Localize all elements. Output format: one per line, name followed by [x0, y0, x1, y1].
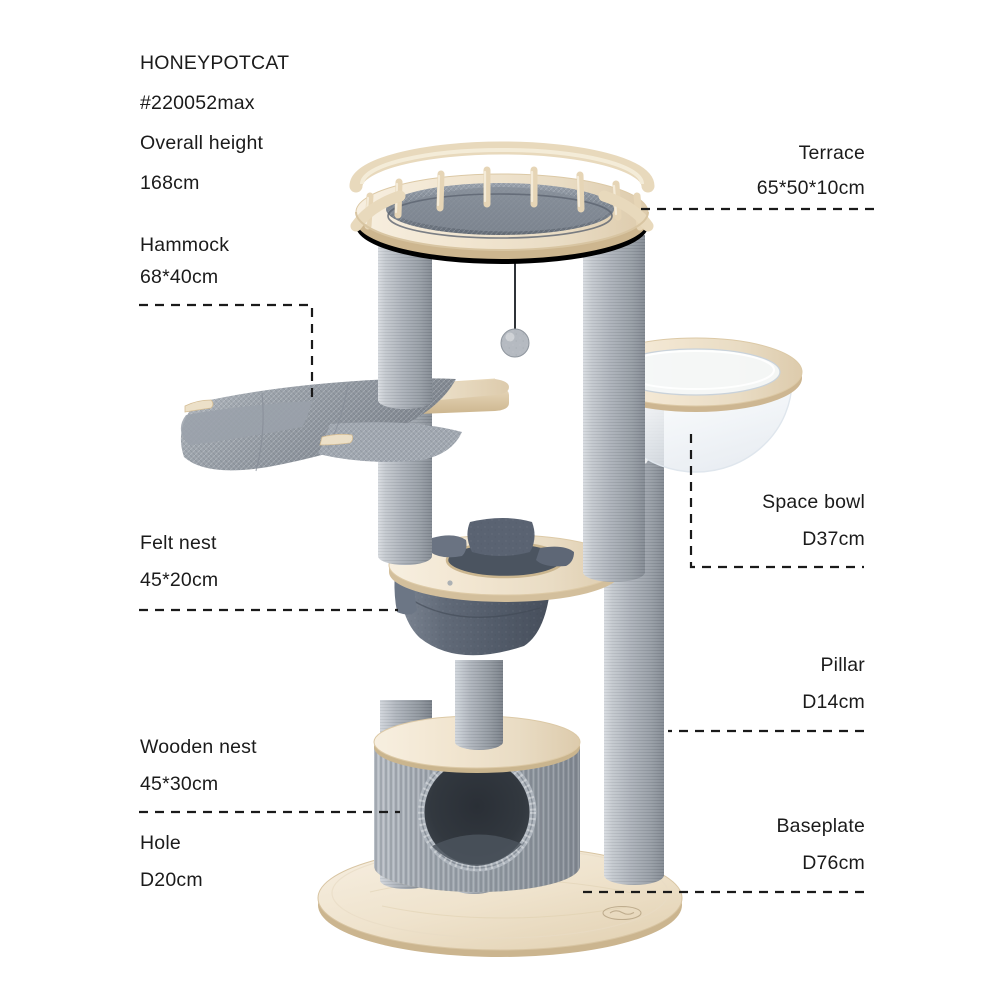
terrace-size: 65*50*10cm [756, 177, 865, 199]
baseplate-label: Baseplate [776, 815, 865, 837]
pillar-label: Pillar [820, 654, 865, 676]
space-bowl-label: Space bowl [762, 491, 865, 513]
baseplate-size: D76cm [802, 852, 865, 874]
model-number: #220052max [140, 92, 255, 114]
felt-nest-bolsters [430, 518, 574, 567]
wooden-nest-part [373, 715, 581, 892]
baseplate-logo-stamp [602, 905, 642, 921]
pillar-terrace-left [378, 235, 432, 409]
overall-height-label: Overall height [140, 132, 264, 154]
felt-nest-label: Felt nest [140, 532, 217, 554]
hammock-size: 68*40cm [140, 266, 219, 288]
terrace-part [349, 141, 655, 264]
hole-label: Hole [140, 832, 181, 854]
pillar-size: D14cm [802, 691, 865, 713]
wooden-nest-label: Wooden nest [140, 736, 257, 758]
hammock-label: Hammock [140, 234, 230, 256]
overall-height-value: 168cm [140, 172, 200, 194]
hole-size: D20cm [140, 869, 203, 891]
hammock-rods [184, 399, 354, 446]
felt-nest-platform [388, 518, 622, 602]
pillar-condo-to-felt [455, 660, 503, 750]
space-bowl-size: D37cm [802, 528, 865, 550]
felt-nest-size: 45*20cm [140, 569, 219, 591]
brand-name: HONEYPOTCAT [140, 52, 290, 74]
wooden-nest-size: 45*30cm [140, 773, 219, 795]
pillar-center-tall [583, 235, 645, 582]
terrace-label: Terrace [798, 142, 865, 164]
wooden-nest-hole [417, 752, 537, 872]
